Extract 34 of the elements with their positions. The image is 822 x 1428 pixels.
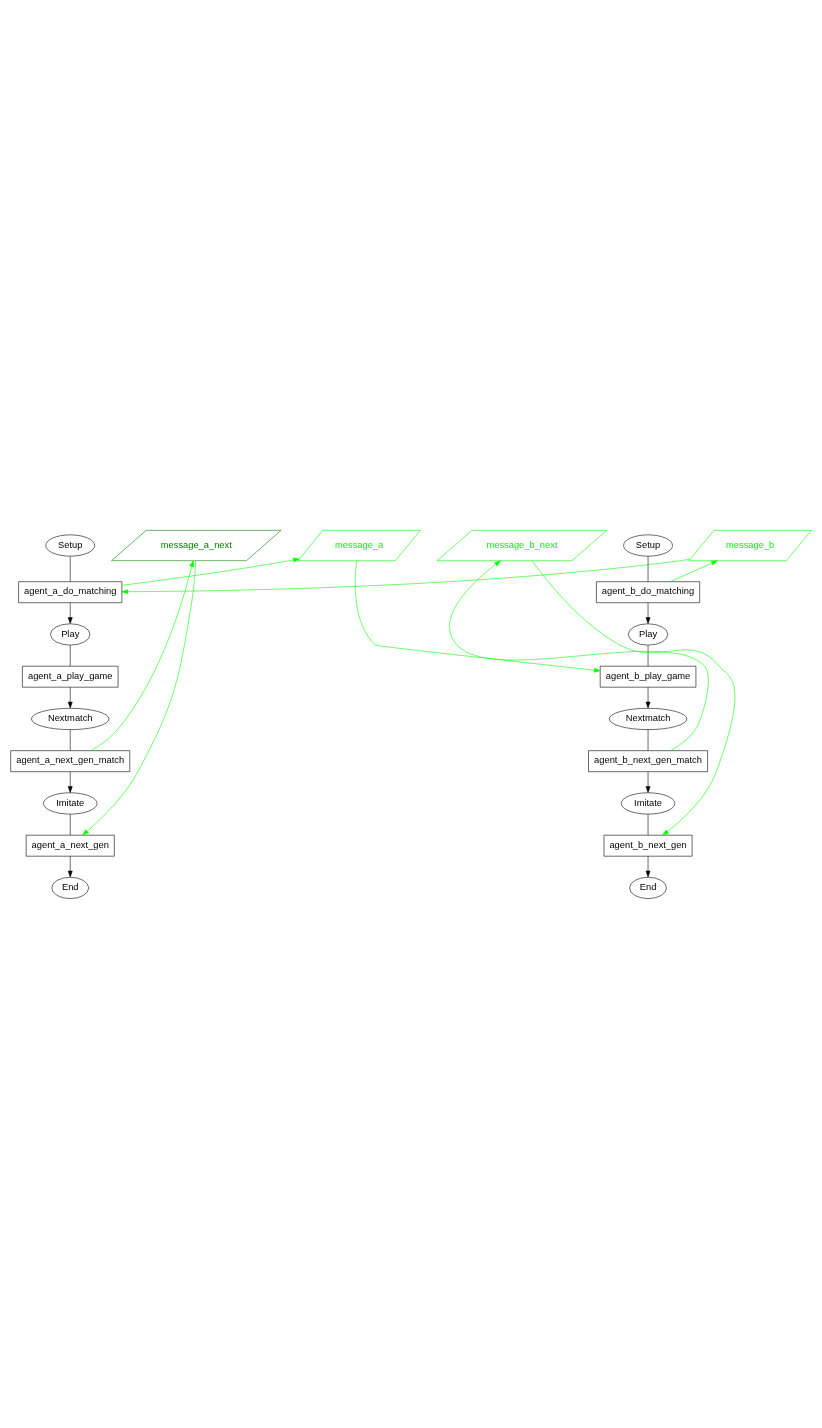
arrow [121, 558, 691, 594]
node-ellipse: Setup [623, 534, 673, 556]
node-box: agent_a_play_game [22, 665, 119, 687]
node-ellipse: Nextmatch [609, 707, 688, 730]
arrow [449, 559, 709, 751]
node-ellipse: Imitate [43, 792, 98, 814]
arrow [121, 557, 300, 586]
arrow [645, 686, 651, 708]
arrow [645, 855, 651, 877]
arrow [531, 560, 736, 835]
arrow [67, 770, 73, 793]
node-box: agent_b_next_gen_match [588, 749, 708, 772]
node-ellipse: Nextmatch [31, 707, 110, 730]
node-box: agent_b_play_game [599, 665, 697, 687]
arrow [67, 855, 73, 877]
node-ellipse: End [51, 876, 89, 899]
arrow [645, 601, 651, 624]
arrow [67, 686, 73, 708]
node-ellipse: Imitate [620, 792, 676, 814]
node-ellipse: End [629, 876, 667, 899]
node-ellipse: Play [628, 623, 669, 645]
node-ellipse: Play [50, 623, 91, 645]
node-box: agent_a_do_matching [18, 580, 123, 603]
arrow [670, 559, 718, 582]
node-box: agent_b_next_gen [603, 834, 693, 856]
node-box: agent_b_do_matching [596, 580, 700, 603]
arrow [82, 560, 196, 835]
arrow [645, 770, 651, 793]
arrow [354, 560, 601, 673]
node-box: agent_a_next_gen [25, 834, 115, 856]
arrow [90, 559, 194, 751]
node-box: agent_a_next_gen_match [10, 749, 131, 772]
node-ellipse: Setup [45, 534, 95, 556]
arrow [67, 601, 73, 624]
